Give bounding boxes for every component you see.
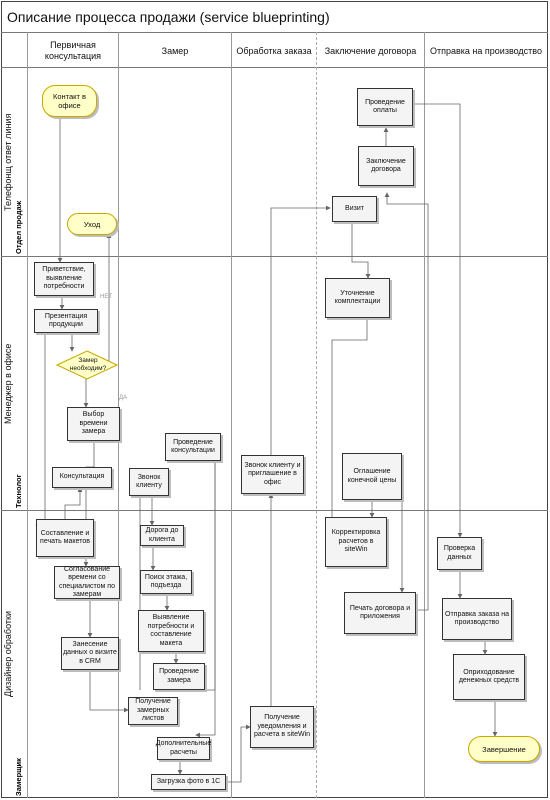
node-decision-diamond (56, 350, 118, 380)
edge-print-sign (384, 192, 429, 611)
edge-call-invite-visit (270, 205, 331, 455)
node-presentation: Презентация продукции (34, 309, 98, 333)
edge-presentation-sketches (35, 333, 46, 528)
edge-upload-notification (226, 724, 251, 783)
title-divider (1, 32, 548, 33)
node-receive-sheets: Получение замерных листов (128, 697, 178, 725)
node-identify-needs: Выявление потребности и составление маке… (138, 610, 204, 652)
node-measure-consult: Проведение консультации (165, 433, 221, 461)
edge-measure-consult (205, 458, 218, 691)
node-visit: Визит (332, 196, 377, 222)
node-correct-calc: Корректировка расчетов в siteWin (325, 517, 387, 567)
edge-consult-extra (195, 460, 216, 738)
node-agree-time: Согласование времени со специалистом по … (54, 566, 120, 599)
branch-yes-label: ДА (119, 395, 128, 401)
node-consultation: Консультация (52, 467, 112, 488)
node-upload-photo: Загрузка фото в 1С (151, 774, 226, 790)
node-call-client: Звонок клиенту (129, 468, 169, 496)
edge-visit-refine (351, 222, 371, 279)
node-extra-calc: Дополнительные расчеты (156, 737, 211, 760)
column-divider-3 (316, 32, 317, 798)
branch-no-label: НЕТ (100, 294, 112, 300)
node-sign-contract: Заключение договора (358, 146, 414, 186)
node-payment: Проведение оплаты (357, 88, 413, 126)
header-divider (1, 67, 548, 68)
node-crm: Занесение данных о визите в CRM (61, 637, 119, 670)
node-sketches: Составление и печать макетов (36, 519, 94, 557)
node-contact: Контакт в офисе (42, 85, 97, 117)
node-road: Дорога до клиента (140, 525, 184, 546)
edge-payment-check (415, 103, 463, 538)
node-choose-time: Выбор времени замера (67, 407, 120, 441)
column-header-measurement: Замер (161, 45, 189, 56)
node-check-data: Проверка данных (437, 537, 482, 570)
node-refine: Уточнение комплектации (325, 278, 390, 318)
node-final-price: Оглашение конечной цены (342, 453, 402, 500)
node-send-order: Отправка заказа на производство (442, 598, 512, 640)
column-header-order-processing: Обработка заказа (236, 45, 312, 56)
column-divider-2 (231, 32, 232, 798)
lane-divider-2 (1, 510, 548, 511)
edge-receive-call (130, 492, 141, 690)
node-greeting: Приветствие, выявление потребности (34, 262, 94, 296)
column-header-consultation: Первичная консультация (44, 40, 102, 61)
node-receive-money: Оприходование денежных средств (453, 654, 525, 700)
node-find-floor: Поиск этажа, подъезда (140, 570, 192, 594)
node-print-contract: Печать договора и приложения (344, 592, 416, 634)
node-exit: Уход (67, 213, 117, 235)
column-header-contract: Заключение договора (324, 45, 417, 56)
column-header-production: Отправка на производство (430, 45, 542, 56)
node-decision: Замер необходим? (69, 357, 107, 372)
diagram-title: Описание процесса продажи (service bluep… (7, 9, 330, 25)
lane-label-divider (27, 32, 28, 798)
node-complete: Завершение (468, 736, 540, 762)
edge-sketches-consultation (64, 487, 83, 525)
node-notification: Получение уведомления и расчета в sitеWi… (250, 706, 314, 748)
edge-crm-receive (89, 670, 129, 713)
lane-divider-1 (1, 256, 548, 257)
node-do-measure: Проведение замера (153, 663, 205, 690)
column-divider-4 (424, 32, 425, 798)
node-call-invite: Звонок клиенту и приглашение в офис (241, 455, 304, 494)
